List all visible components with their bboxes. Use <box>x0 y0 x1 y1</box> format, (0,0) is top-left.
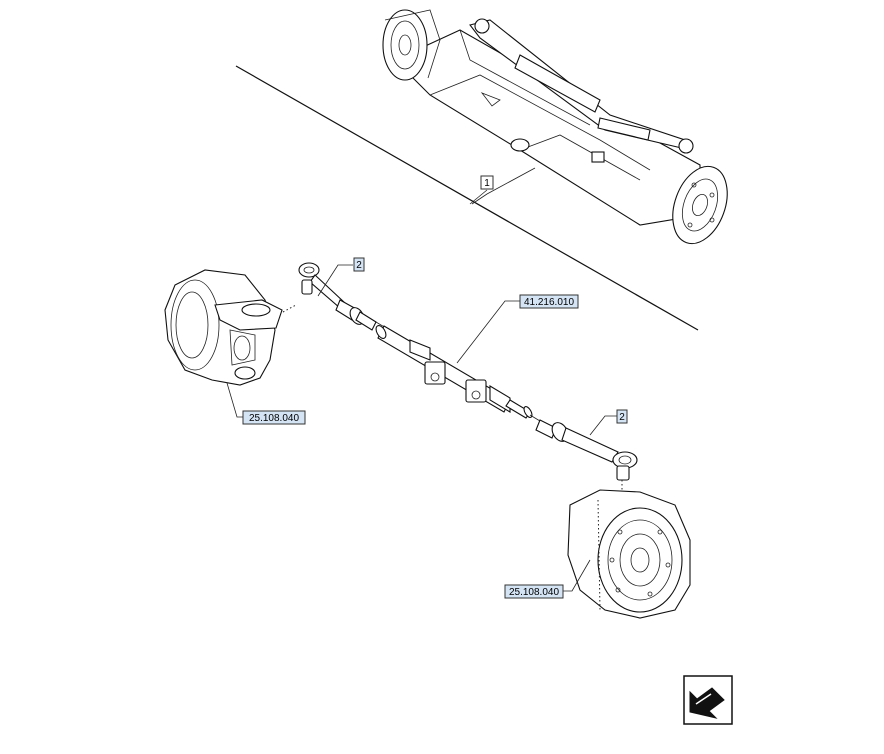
callout-steering-cylinder[interactable]: 41.216.010 <box>519 294 579 309</box>
hub-left <box>164 269 297 386</box>
svg-text:25.108.040: 25.108.040 <box>509 587 559 598</box>
svg-text:1: 1 <box>484 178 490 189</box>
steering-cylinder <box>375 325 541 422</box>
separator-line <box>235 65 699 331</box>
axle-assembly <box>382 9 728 245</box>
svg-text:2: 2 <box>619 412 625 423</box>
svg-text:41.216.010: 41.216.010 <box>524 297 574 308</box>
hub-right <box>567 489 691 619</box>
tie-rod-end-lower <box>535 419 638 490</box>
tie-rod-end-upper <box>298 262 387 331</box>
callout-tie-rod-end-upper[interactable]: 2 <box>353 257 365 272</box>
callout-axle-assembly[interactable]: 1 <box>480 175 494 190</box>
next-page-arrow-icon[interactable] <box>683 675 733 725</box>
svg-text:2: 2 <box>356 260 362 271</box>
callout-tie-rod-end-lower[interactable]: 2 <box>616 409 628 424</box>
svg-text:25.108.040: 25.108.040 <box>249 413 299 424</box>
callout-hub-right[interactable]: 25.108.040 <box>504 584 564 599</box>
callout-hub-left[interactable]: 25.108.040 <box>242 410 306 425</box>
